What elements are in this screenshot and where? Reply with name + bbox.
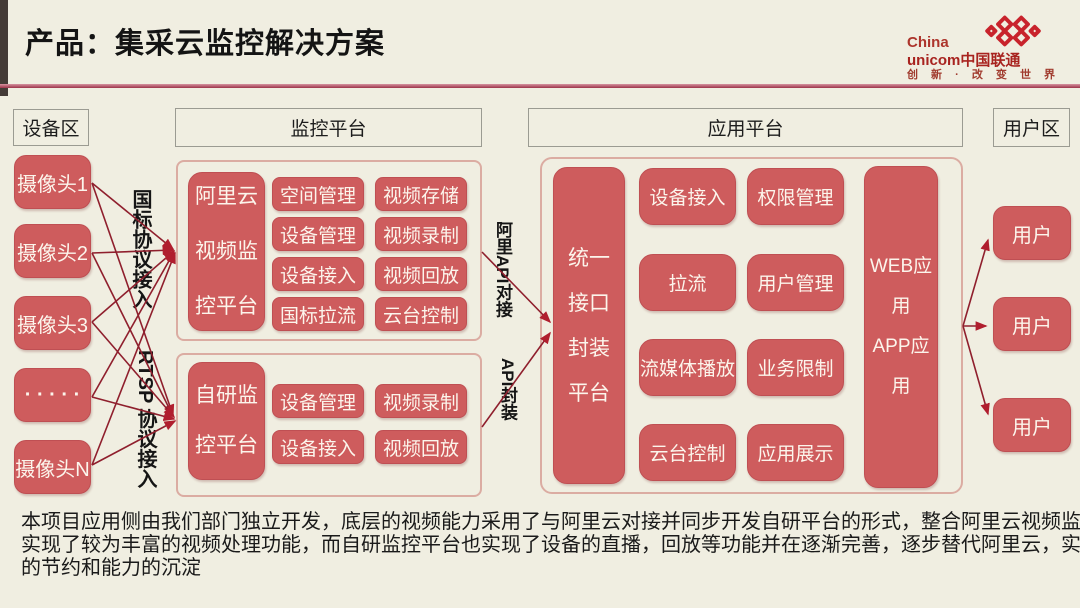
camera-box-ellipsis: · · · · · [14,368,91,422]
platform-box-aliyun: 阿里云 视频监 控平台 [188,172,265,331]
platform-box-unified-api: 统一 接口 封装 平台 [553,167,625,484]
platform-line: 封装 [568,336,610,360]
feature-box: 云台控制 [375,297,467,331]
user-box-1: 用户 [993,206,1071,260]
header-divider [0,84,1080,88]
feature-box: 设备接入 [272,430,364,464]
logo-text-unicom: unicom中国联通 [907,52,1021,69]
feature-box: 权限管理 [747,168,844,225]
feature-box: 国标拉流 [272,297,364,331]
label-gb-protocol: 国标协议接入 [129,189,151,309]
app-line: WEB应用 [869,256,933,317]
feature-box: 业务限制 [747,339,844,396]
feature-box: 设备接入 [272,257,364,291]
feature-box: 空间管理 [272,177,364,211]
feature-box: 用户管理 [747,254,844,311]
footer-line-1: 本项目应用侧由我们部门独立开发，底层的视频能力采用了与阿里云对接并同步开发自研平… [21,511,1080,533]
footer-line-3: 的节约和能力的沉淀 [21,557,201,579]
china-unicom-knot-icon [985,15,1041,47]
camera-box-n: 摄像头N [14,440,91,494]
platform-line: 视频监 [195,240,258,263]
zone-header-application: 应用平台 [528,108,963,147]
group-selfdev-platform [176,353,482,497]
label-api-wrap: API封装 [498,358,517,421]
feature-box: 云台控制 [639,424,736,481]
platform-line: 控平台 [195,434,258,457]
feature-box: 视频回放 [375,430,467,464]
feature-box: 流媒体播放 [639,339,736,396]
platform-line: 阿里云 [195,185,258,208]
user-box-2: 用户 [993,297,1071,351]
feature-box: 视频存储 [375,177,467,211]
feature-box: 拉流 [639,254,736,311]
footer-line-2: 实现了较为丰富的视频处理功能，而自研监控平台也实现了设备的直播，回放等功能并在逐… [21,534,1080,556]
page-title: 产品：集采云监控解决方案 [25,28,386,60]
platform-line: 统一 [568,246,610,270]
platform-line: 接口 [568,291,610,315]
zone-header-monitoring: 监控平台 [175,108,482,147]
platform-line: 平台 [568,381,610,405]
feature-box: 视频录制 [375,217,467,251]
feature-box: 视频回放 [375,257,467,291]
logo-text-china: China [907,34,949,51]
feature-box: 应用展示 [747,424,844,481]
platform-line: 控平台 [195,295,258,318]
user-box-3: 用户 [993,398,1071,452]
camera-box-2: 摄像头2 [14,224,91,278]
label-rtsp-protocol: RTSP 协议接入 [134,350,156,489]
group-aliyun-platform [176,160,482,341]
app-line: APP应用 [872,336,930,397]
group-application-platform [540,157,963,494]
platform-box-web-app: WEB应用 APP应用 [864,166,938,488]
zone-header-user: 用户区 [993,108,1070,147]
platform-line: 自研监 [195,384,258,407]
feature-box: 设备接入 [639,168,736,225]
feature-box: 视频录制 [375,384,467,418]
left-edge-strip [0,0,8,96]
camera-box-3: 摄像头3 [14,296,91,350]
footer-paragraph: 本项目应用侧由我们部门独立开发，底层的视频能力采用了与阿里云对接并同步开发自研平… [21,511,1080,580]
label-ali-api: 阿里API对接 [493,221,512,318]
feature-box: 设备管理 [272,384,364,418]
platform-box-selfdev: 自研监 控平台 [188,362,265,480]
camera-box-1: 摄像头1 [14,155,91,209]
logo-tagline: 创 新 · 改 变 世 界 [907,69,1060,81]
feature-box: 设备管理 [272,217,364,251]
zone-header-device: 设备区 [13,109,89,146]
